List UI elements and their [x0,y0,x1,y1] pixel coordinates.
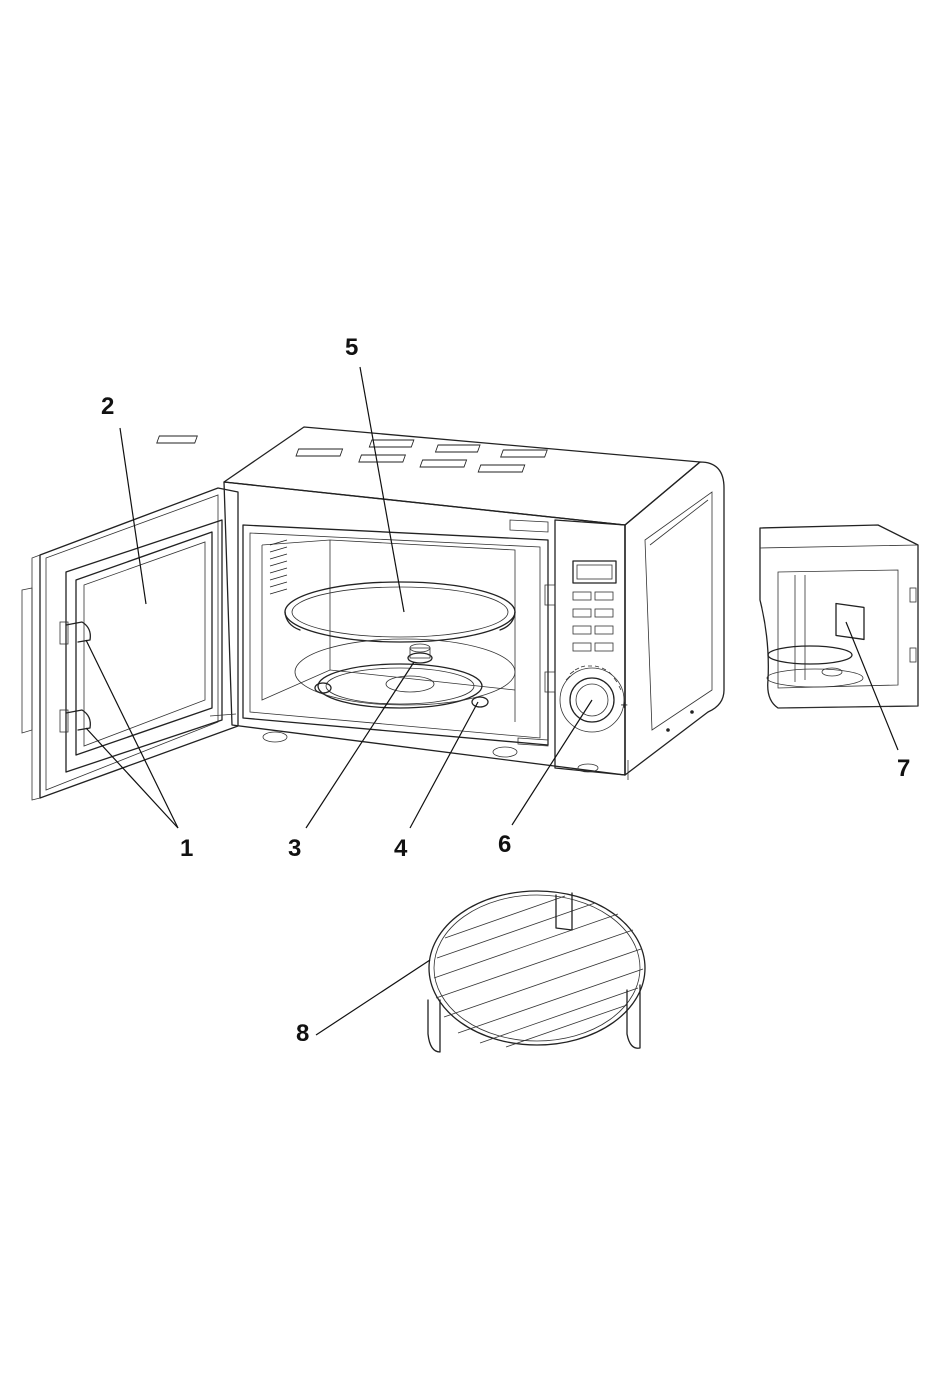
svg-text:+: + [620,700,628,711]
wire-rack [428,891,645,1052]
microwave-body [224,427,724,780]
callout-4: 4 [394,835,408,862]
roller-ring [315,664,488,708]
callout-5: 5 [345,334,358,361]
callout-6: 6 [498,831,511,858]
control-panel [573,561,616,651]
callout-2: 2 [101,393,114,420]
top-vents [157,436,547,472]
open-door [22,488,238,800]
callout-3: 3 [288,835,301,862]
callout-8: 8 [296,1020,309,1047]
side-view-inset [760,525,918,708]
callout-7: 7 [897,755,910,782]
rotating-coupler [408,644,432,663]
control-knob: + [560,666,628,732]
leader-lines [86,367,898,1035]
callout-1: 1 [180,835,193,862]
